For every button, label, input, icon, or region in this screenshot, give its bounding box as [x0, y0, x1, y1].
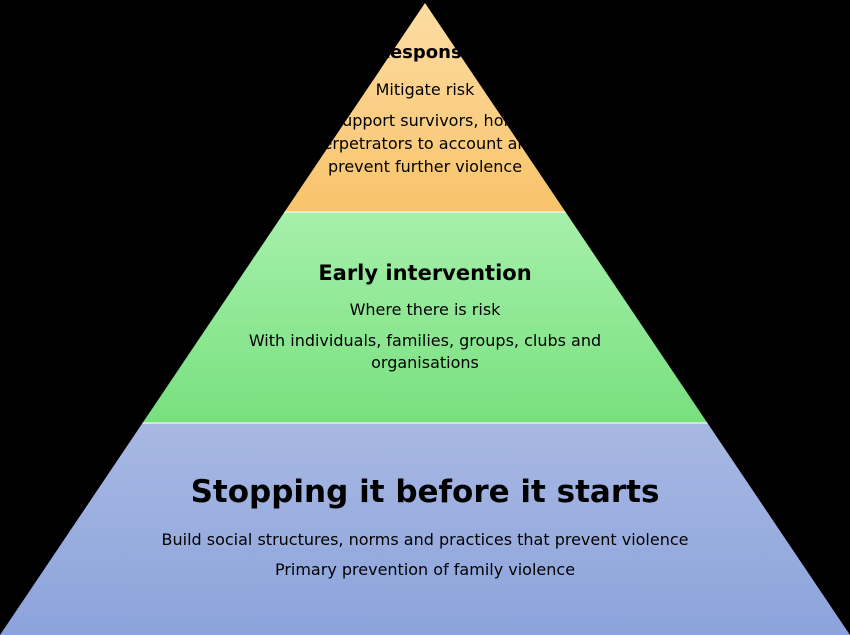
tier-response-text: Response Mitigate risk Support survivors… — [225, 40, 625, 178]
tier-response-description-line: prevent further violence — [327, 157, 523, 176]
tier-early-intervention-title: Early intervention — [318, 261, 532, 285]
tier-early-intervention-description-line: organisations — [371, 353, 479, 372]
tier-prevention-title: Stopping it before it starts — [190, 474, 660, 510]
tier-prevention-subtitle: Build social structures, norms and pract… — [161, 530, 689, 549]
tier-prevention-description-line: Primary prevention of family violence — [274, 560, 576, 579]
tier-response-title: Response — [376, 42, 474, 63]
tier-response-subtitle: Mitigate risk — [375, 80, 475, 99]
tier-prevention-text: Stopping it before it starts Build socia… — [75, 472, 775, 581]
tier-early-intervention-subtitle: Where there is risk — [349, 300, 501, 319]
tier-early-intervention-text: Early intervention Where there is risk W… — [125, 259, 725, 374]
tier-prevention-band — [0, 423, 850, 635]
tier-response-description-line: perpetrators to account and — [312, 134, 538, 153]
tier-early-intervention-description-line: With individuals, families, groups, club… — [248, 331, 602, 350]
tier-response-description-line: Support survivors, hold — [331, 111, 519, 130]
